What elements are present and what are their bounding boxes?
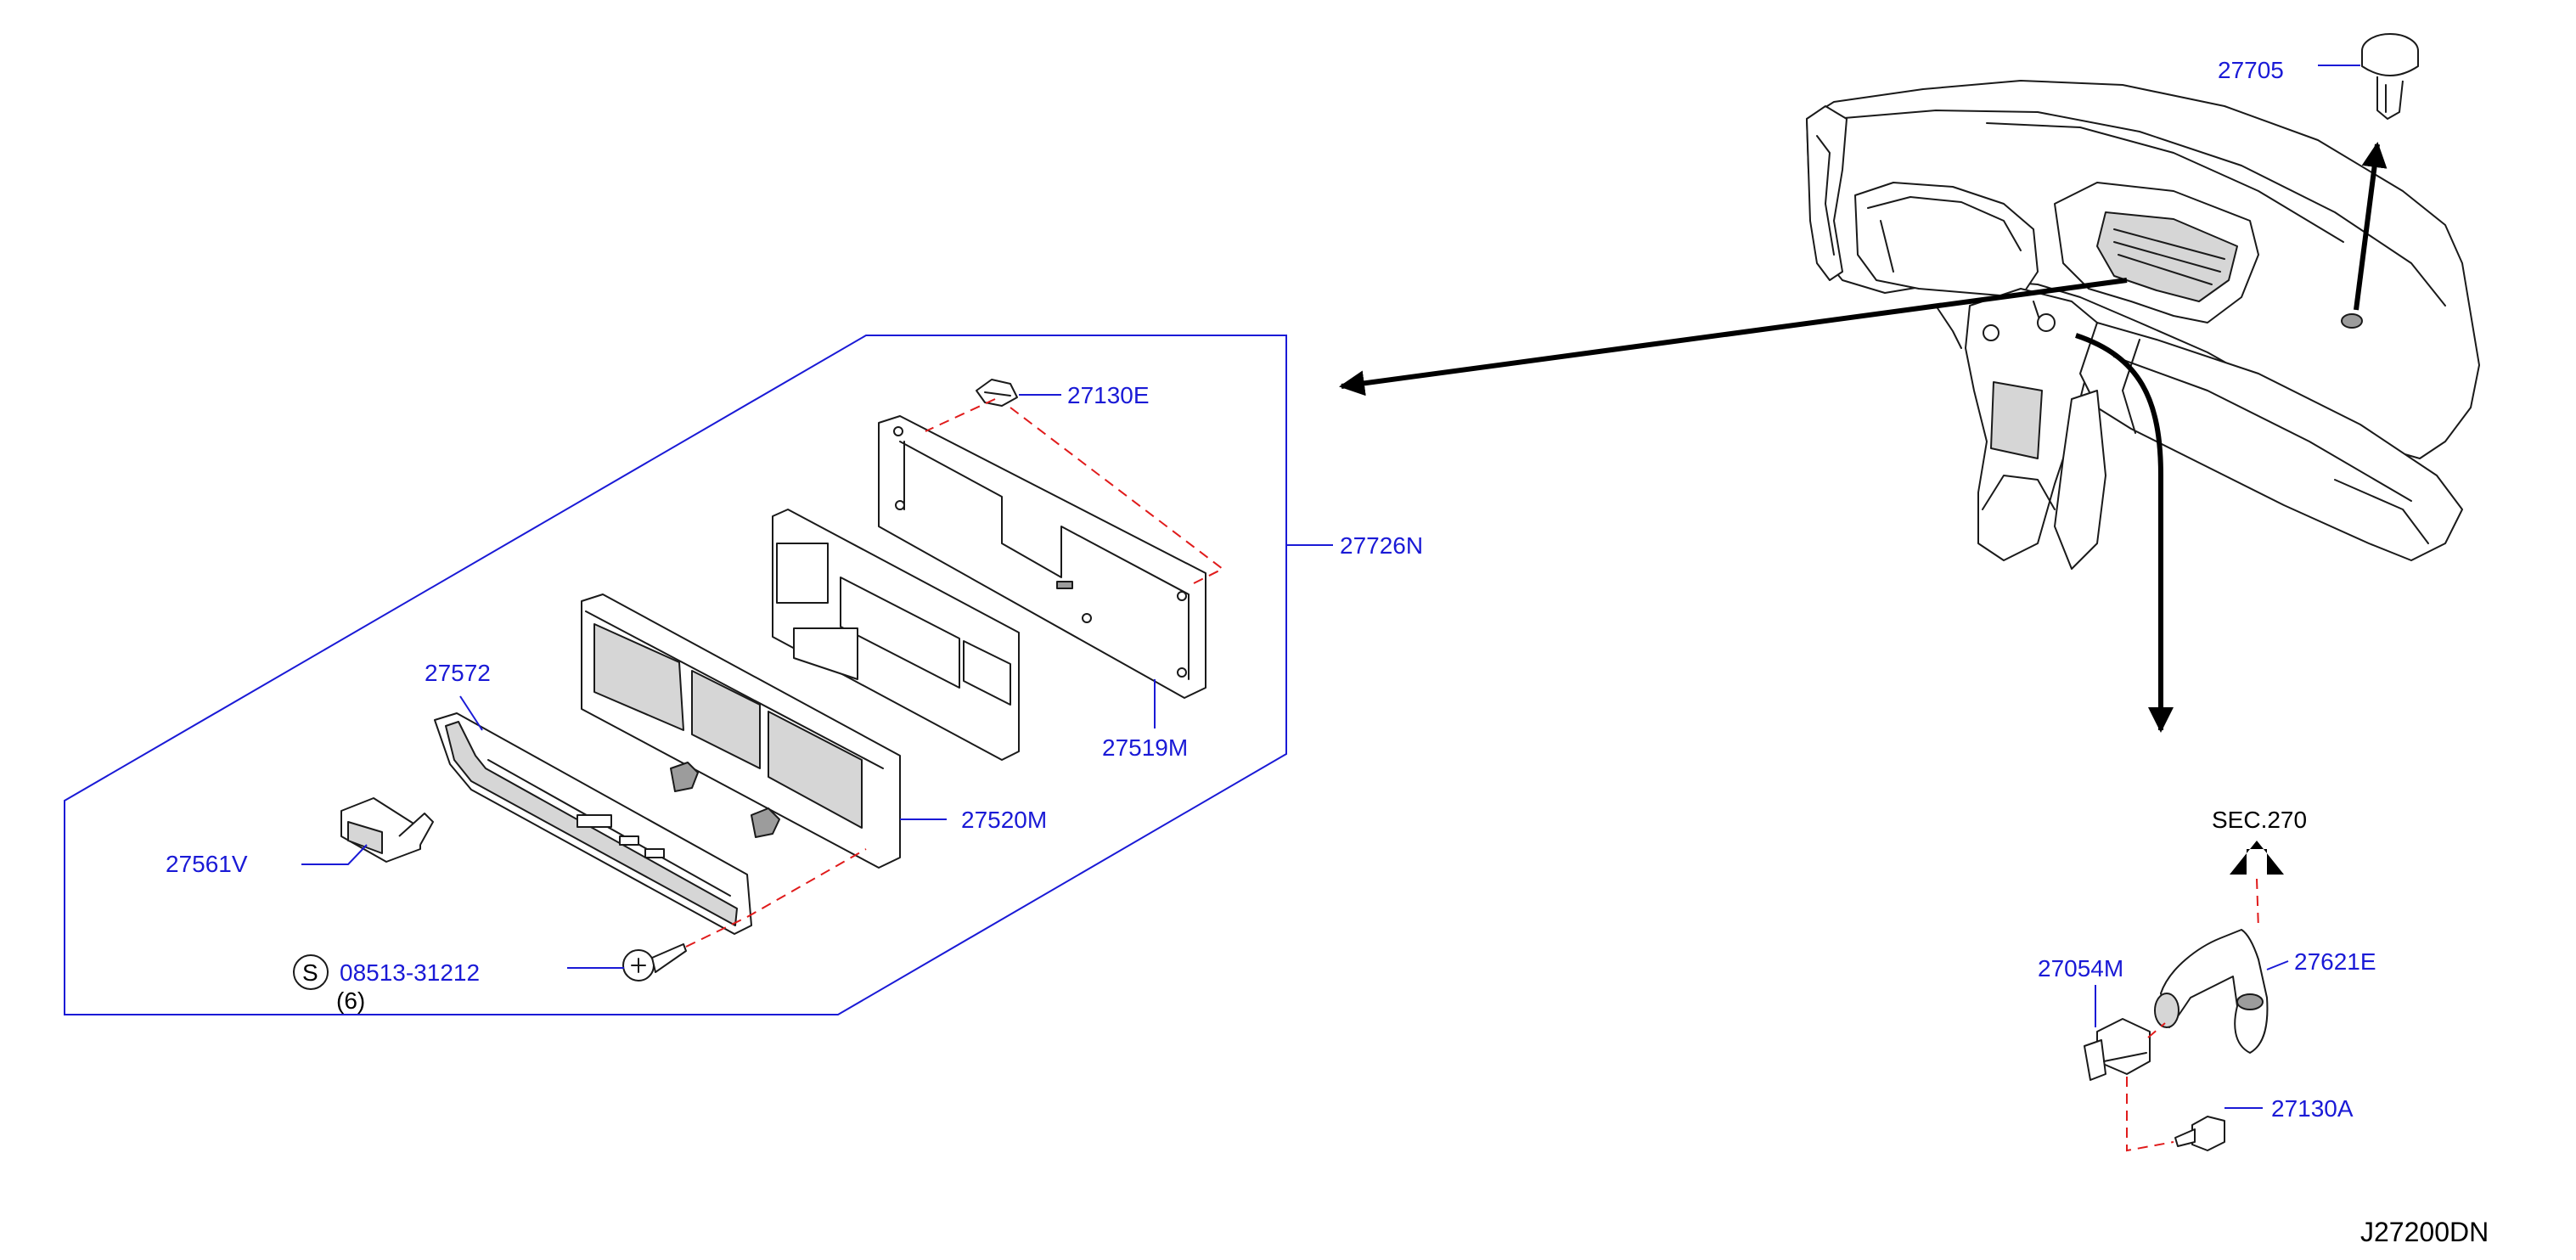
circuit-board-illustration	[772, 509, 1020, 761]
sensor-dash-2	[2147, 1022, 2166, 1038]
part-27054M-illustration	[2084, 1018, 2151, 1081]
label-27130A: 27130A	[2271, 1095, 2354, 1122]
label-08513-qty: (6)	[336, 987, 365, 1014]
arrow-to-assembly	[1339, 278, 2128, 397]
diagram-code: J27200DN	[2360, 1217, 2489, 1247]
part-27130E-illustration	[976, 379, 1018, 407]
label-27519M: 27519M	[1102, 734, 1188, 761]
part-27705-illustration	[2361, 33, 2419, 120]
dashboard-illustration	[1806, 80, 2480, 570]
standard-part-symbol-letter: S	[302, 959, 318, 986]
part-27572-illustration	[434, 712, 752, 935]
part-27130A-illustration	[2174, 1116, 2225, 1151]
assembly-callout-frame	[64, 335, 1287, 1015]
assembly-dash-3	[685, 916, 748, 948]
sensor-dash-3	[2126, 1077, 2174, 1152]
label-27561V: 27561V	[166, 851, 248, 877]
label-27130E: 27130E	[1067, 382, 1150, 408]
leader-27621E	[2266, 960, 2289, 970]
label-27572: 27572	[425, 660, 491, 686]
label-27621E: 27621E	[2294, 948, 2376, 975]
label-08513-31212: 08513-31212	[340, 959, 480, 986]
assembly-dash-1	[925, 398, 996, 432]
part-08513-illustration	[622, 943, 687, 982]
leader-27561V	[301, 844, 368, 865]
part-27519M-illustration	[878, 415, 1206, 699]
sensor-dash-1	[2256, 878, 2259, 931]
standard-part-symbol	[293, 954, 329, 990]
sec-270-arrow	[2230, 841, 2284, 875]
label-27054M: 27054M	[2038, 955, 2123, 982]
part-27561V-illustration	[340, 797, 434, 863]
leader-27572	[459, 695, 483, 731]
label-27705: 27705	[2218, 57, 2284, 83]
assembly-dash-2	[1010, 407, 1224, 587]
part-27520M-illustration	[581, 593, 901, 869]
arrow-to-27705	[2354, 142, 2388, 311]
label-sec-270: SEC.270	[2212, 807, 2307, 833]
assembly-dash-4	[746, 848, 867, 918]
label-27520M: 27520M	[961, 807, 1047, 833]
part-27621E-illustration	[2154, 929, 2269, 1054]
arrow-to-sensor	[2075, 333, 2174, 733]
label-27726N: 27726N	[1340, 532, 1423, 559]
